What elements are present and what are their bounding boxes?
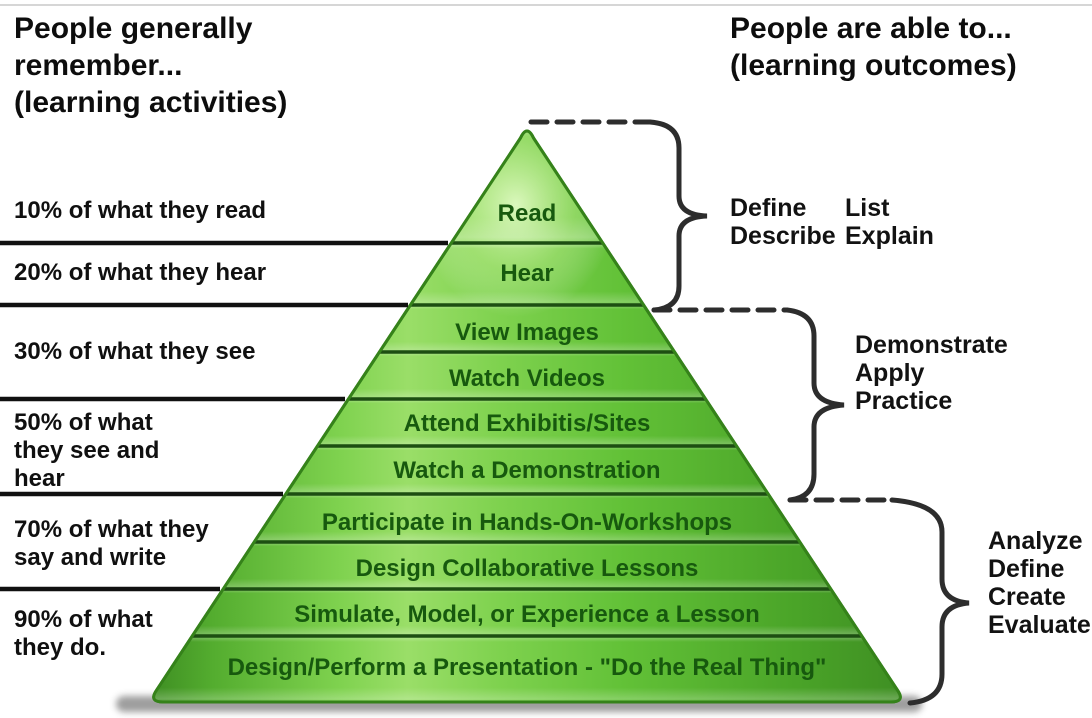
retention-label-90: 90% of what they do. bbox=[14, 606, 153, 661]
layer-label-collaborative-lessons: Design Collaborative Lessons bbox=[356, 555, 699, 582]
pyramid-outline bbox=[152, 129, 902, 704]
learning-outcomes-title: People are able to... (learning outcomes… bbox=[730, 12, 1017, 82]
outcome-brace-1 bbox=[647, 119, 708, 313]
layer-label-hands-on-workshops: Participate in Hands-On-Workshops bbox=[322, 509, 732, 536]
outcome-group-remember-col-2: List Explain bbox=[845, 194, 934, 250]
layer-label-do-the-real-thing: Design/Perform a Presentation - "Do the … bbox=[228, 654, 827, 681]
layer-label-read: Read bbox=[498, 200, 557, 227]
top-edge-line bbox=[0, 4, 1092, 6]
retention-dividers bbox=[0, 240, 448, 592]
pyramid-layer-labels: Read Hear View Images Watch Videos Atten… bbox=[228, 200, 827, 681]
band-shade bbox=[153, 542, 901, 589]
retention-label-50: 50% of what they see and hear bbox=[14, 409, 160, 492]
retention-label-70: 70% of what they say and write bbox=[14, 516, 209, 571]
outcome-brace-3 bbox=[889, 497, 970, 706]
outcome-brace-2 bbox=[784, 307, 845, 503]
layer-label-watch-demonstration: Watch a Demonstration bbox=[393, 457, 660, 484]
retention-label-30: 30% of what they see bbox=[14, 338, 256, 365]
learning-activities-title: People generally remember... (learning a… bbox=[14, 12, 288, 119]
layer-label-hear: Hear bbox=[500, 260, 553, 287]
outcome-group-remember: Define DescribeList Explain bbox=[730, 166, 934, 250]
retention-label-10: 10% of what they read bbox=[14, 197, 267, 224]
layer-label-watch-videos: Watch Videos bbox=[449, 365, 605, 392]
layer-label-attend-exhibits: Attend Exhibitis/Sites bbox=[404, 410, 651, 437]
outcome-connectors bbox=[528, 119, 970, 706]
layer-label-simulate-model: Simulate, Model, or Experience a Lesson bbox=[294, 601, 759, 628]
layer-label-view-images: View Images bbox=[455, 319, 599, 346]
band-shade bbox=[153, 636, 901, 702]
retention-label-20: 20% of what they hear bbox=[14, 259, 267, 286]
outcome-group-remember-col-1: Define Describe bbox=[730, 194, 836, 250]
band-shade bbox=[153, 589, 901, 636]
outcome-group-apply: Demonstrate Apply Practice bbox=[855, 331, 1008, 415]
outcome-group-create: Analyze Define Create Evaluate bbox=[988, 527, 1091, 639]
